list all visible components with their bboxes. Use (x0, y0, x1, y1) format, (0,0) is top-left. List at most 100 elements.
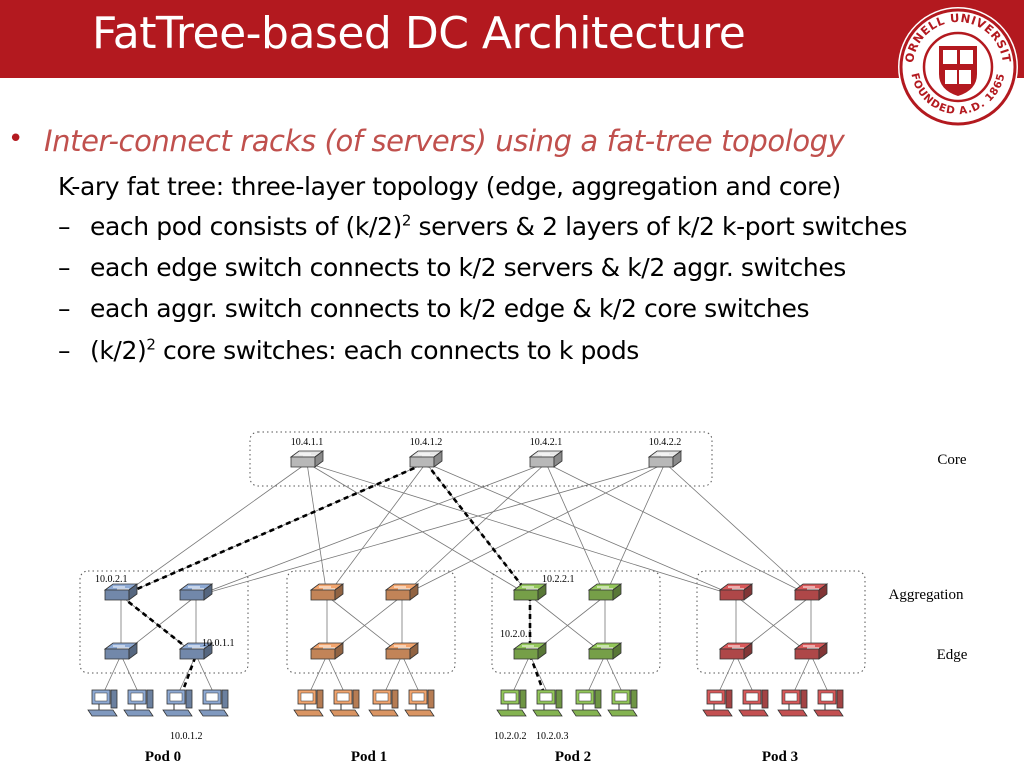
switch-arrows (538, 453, 554, 457)
switch-arrows (394, 645, 410, 649)
aggregation-switch (587, 583, 623, 601)
edge-host-link (529, 654, 549, 695)
edge-host-link (511, 654, 531, 695)
core-address-label: 10.4.1.1 (291, 437, 324, 448)
switch-side (203, 583, 213, 601)
switch-front (588, 589, 614, 601)
edge-host-link (735, 654, 755, 695)
server-host (404, 689, 435, 717)
core-switch (289, 450, 325, 468)
host-keyboard (198, 709, 229, 717)
switch-arrows (394, 586, 410, 590)
server-host (87, 689, 118, 717)
switch-arrows (522, 586, 538, 590)
host-keyboard (123, 709, 154, 717)
aggregation-switch (309, 583, 345, 601)
core-group-box (249, 431, 713, 487)
edge-switch (793, 642, 829, 660)
pod-group-box (491, 570, 661, 674)
bullet-main: Inter-connect racks (of servers) using a… (44, 124, 845, 158)
dash-marker: – (58, 294, 71, 323)
host-tower (110, 689, 118, 709)
pod-group-box (79, 570, 249, 674)
switch-front (588, 648, 614, 660)
switch-front (104, 648, 130, 660)
highlighted-route-segment (120, 461, 427, 598)
host-screen (539, 692, 553, 702)
switch-front (513, 589, 539, 601)
address-label: 10.0.1.2 (170, 731, 203, 742)
switch-front (719, 589, 745, 601)
switch-side (612, 583, 622, 601)
layer-label-aggregation: Aggregation (889, 587, 964, 603)
core-aggr-link (195, 462, 547, 597)
host-tower (391, 689, 399, 709)
switch-side (433, 450, 443, 468)
host-screen (745, 692, 759, 702)
host-keyboard (571, 709, 602, 717)
switch-arrows (319, 586, 335, 590)
host-screen (614, 692, 628, 702)
edge-host-link (604, 654, 624, 695)
highlighted-route-segment (424, 462, 532, 597)
switch-arrows (728, 645, 744, 649)
host-screen (784, 692, 798, 702)
host-keyboard (293, 709, 324, 717)
host-tower (836, 689, 844, 709)
host-tower (146, 689, 154, 709)
switch-side (334, 583, 344, 601)
host-keyboard (404, 709, 435, 717)
server-host (738, 689, 769, 717)
aggregation-switch (103, 583, 139, 601)
server-host (777, 689, 808, 717)
address-label: 10.2.0.1 (500, 629, 533, 640)
host-tower (185, 689, 193, 709)
host-keyboard (532, 709, 563, 717)
switch-front (513, 648, 539, 660)
switch-arrows (113, 586, 129, 590)
server-host (813, 689, 844, 717)
switch-arrows (803, 645, 819, 649)
core-address-label: 10.4.2.1 (530, 437, 563, 448)
switch-arrows (188, 645, 204, 649)
host-tower (594, 689, 602, 709)
core-aggr-link (195, 462, 666, 597)
core-switch (528, 450, 564, 468)
switch-side (743, 583, 753, 601)
host-screen (205, 692, 219, 702)
switch-arrows (113, 645, 129, 649)
core-aggr-link (306, 462, 328, 597)
host-tower (761, 689, 769, 709)
core-switch (647, 450, 683, 468)
switch-front (529, 456, 555, 468)
switch-front (719, 648, 745, 660)
edge-host-link (717, 654, 737, 695)
server-host (123, 689, 154, 717)
aggregation-switch (718, 583, 754, 601)
switch-side (818, 583, 828, 601)
host-screen (130, 692, 144, 702)
host-keyboard (368, 709, 399, 717)
core-aggr-link (306, 462, 531, 597)
bullet-subheading: K-ary fat tree: three-layer topology (ed… (58, 172, 841, 201)
core-aggr-link (604, 462, 666, 597)
host-keyboard (813, 709, 844, 717)
switch-side (553, 450, 563, 468)
switch-front (648, 456, 674, 468)
aggregation-switch (793, 583, 829, 601)
aggregation-switch (512, 583, 548, 601)
pod-label: Pod 1 (351, 749, 387, 765)
layer-label-edge: Edge (937, 647, 968, 663)
switch-side (128, 583, 138, 601)
edge-switch (384, 642, 420, 660)
host-screen (336, 692, 350, 702)
bullet-item-3: each aggr. switch connects to k/2 edge &… (90, 294, 810, 323)
host-tower (725, 689, 733, 709)
aggregation-switch (384, 583, 420, 601)
edge-host-link (792, 654, 812, 695)
core-aggr-link (401, 462, 666, 597)
dash-marker: – (58, 212, 71, 241)
host-screen (375, 692, 389, 702)
switch-arrows (319, 645, 335, 649)
core-aggr-link (120, 462, 308, 597)
